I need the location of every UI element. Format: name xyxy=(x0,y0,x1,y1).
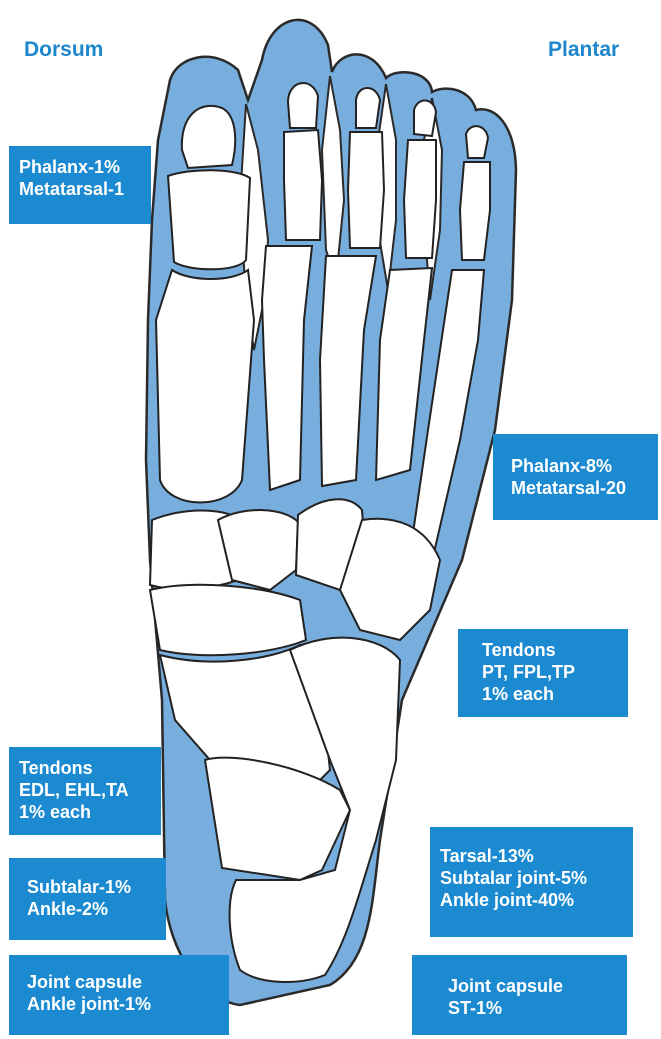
box-line: 1% each xyxy=(19,801,151,823)
box-line: Tendons xyxy=(482,639,618,661)
proximal-phalanx-4 xyxy=(404,140,436,258)
box-joint-capsule-dorsum: Joint capsule Ankle joint-1% xyxy=(9,955,229,1035)
dorsum-label: Dorsum xyxy=(24,38,103,62)
box-tarsal-plantar: Tarsal-13% Subtalar joint-5% Ankle joint… xyxy=(430,827,633,937)
box-tendons-plantar: Tendons PT, FPL,TP 1% each xyxy=(458,629,628,717)
box-line: Phalanx-8% xyxy=(511,455,648,477)
metatarsal-1 xyxy=(156,270,254,503)
navicular xyxy=(150,585,306,655)
box-line: Joint capsule xyxy=(27,971,219,993)
distal-phalanx-4 xyxy=(414,100,436,136)
proximal-phalanx-2 xyxy=(284,130,322,240)
box-line: PT, FPL,TP xyxy=(482,661,618,683)
distal-phalanx-2 xyxy=(288,83,318,128)
box-line: Tarsal-13% xyxy=(440,845,623,867)
distal-phalanx-5 xyxy=(466,126,488,158)
box-tendons-dorsum: Tendons EDL, EHL,TA 1% each xyxy=(9,747,161,835)
box-line: Ankle joint-1% xyxy=(27,993,219,1015)
box-line: Metatarsal-1 xyxy=(19,178,141,200)
box-line: Subtalar-1% xyxy=(27,876,156,898)
box-line: Ankle joint-40% xyxy=(440,889,623,911)
box-line: ST-1% xyxy=(448,997,617,1019)
box-line: Joint capsule xyxy=(448,975,617,997)
plantar-label: Plantar xyxy=(548,38,619,62)
box-line: EDL, EHL,TA xyxy=(19,779,151,801)
box-line: Phalanx-1% xyxy=(19,156,141,178)
box-phalanx-metatarsal-plantar: Phalanx-8% Metatarsal-20 xyxy=(493,434,658,520)
box-phalanx-metatarsal-dorsum: Phalanx-1% Metatarsal-1 xyxy=(9,146,151,224)
box-line: Subtalar joint-5% xyxy=(440,867,623,889)
proximal-phalanx-1 xyxy=(168,170,250,269)
proximal-phalanx-5 xyxy=(460,162,490,260)
box-joint-capsule-plantar: Joint capsule ST-1% xyxy=(412,955,627,1035)
box-line: Tendons xyxy=(19,757,151,779)
proximal-phalanx-3 xyxy=(348,132,384,248)
box-line: Ankle-2% xyxy=(27,898,156,920)
box-line: Metatarsal-20 xyxy=(511,477,648,499)
distal-phalanx-1 xyxy=(182,106,235,168)
box-line: 1% each xyxy=(482,683,618,705)
box-subtalar-ankle-dorsum: Subtalar-1% Ankle-2% xyxy=(9,858,166,940)
distal-phalanx-3 xyxy=(356,88,380,128)
